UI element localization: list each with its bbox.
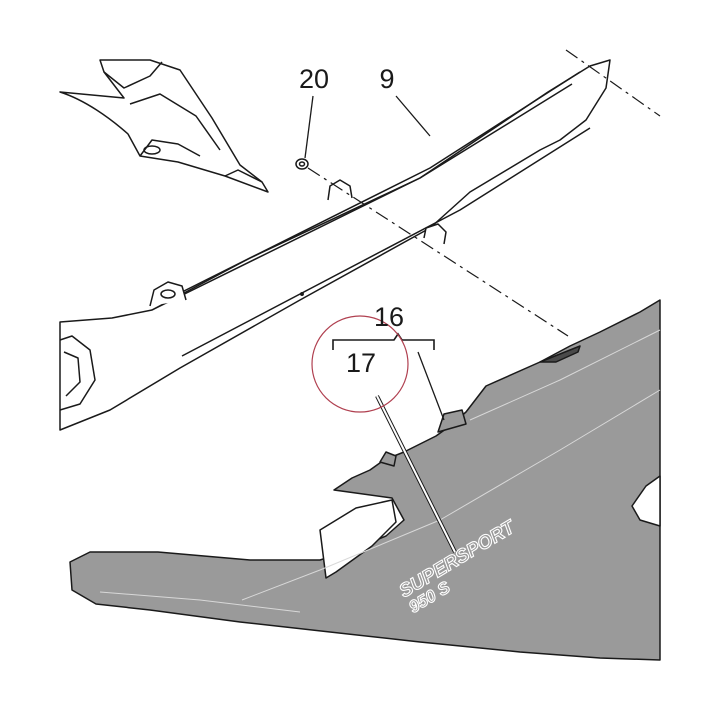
leader-20 — [304, 95, 314, 159]
leader-lines — [304, 95, 445, 421]
leader-9 — [395, 95, 431, 137]
assembly-centerlines — [307, 49, 661, 337]
callout-16: 16 — [374, 302, 404, 332]
callout-20: 20 — [299, 64, 329, 94]
callout-9: 9 — [379, 64, 394, 94]
leader-16 — [417, 351, 445, 421]
upper-bracket — [59, 59, 269, 193]
highlight-circle — [311, 315, 409, 413]
side-panel-part-9 — [59, 59, 611, 431]
washer-part-20 — [295, 158, 309, 170]
callout-17: 17 — [346, 348, 376, 378]
lower-fairing-panel — [69, 299, 661, 661]
leader-17 — [375, 395, 457, 553]
